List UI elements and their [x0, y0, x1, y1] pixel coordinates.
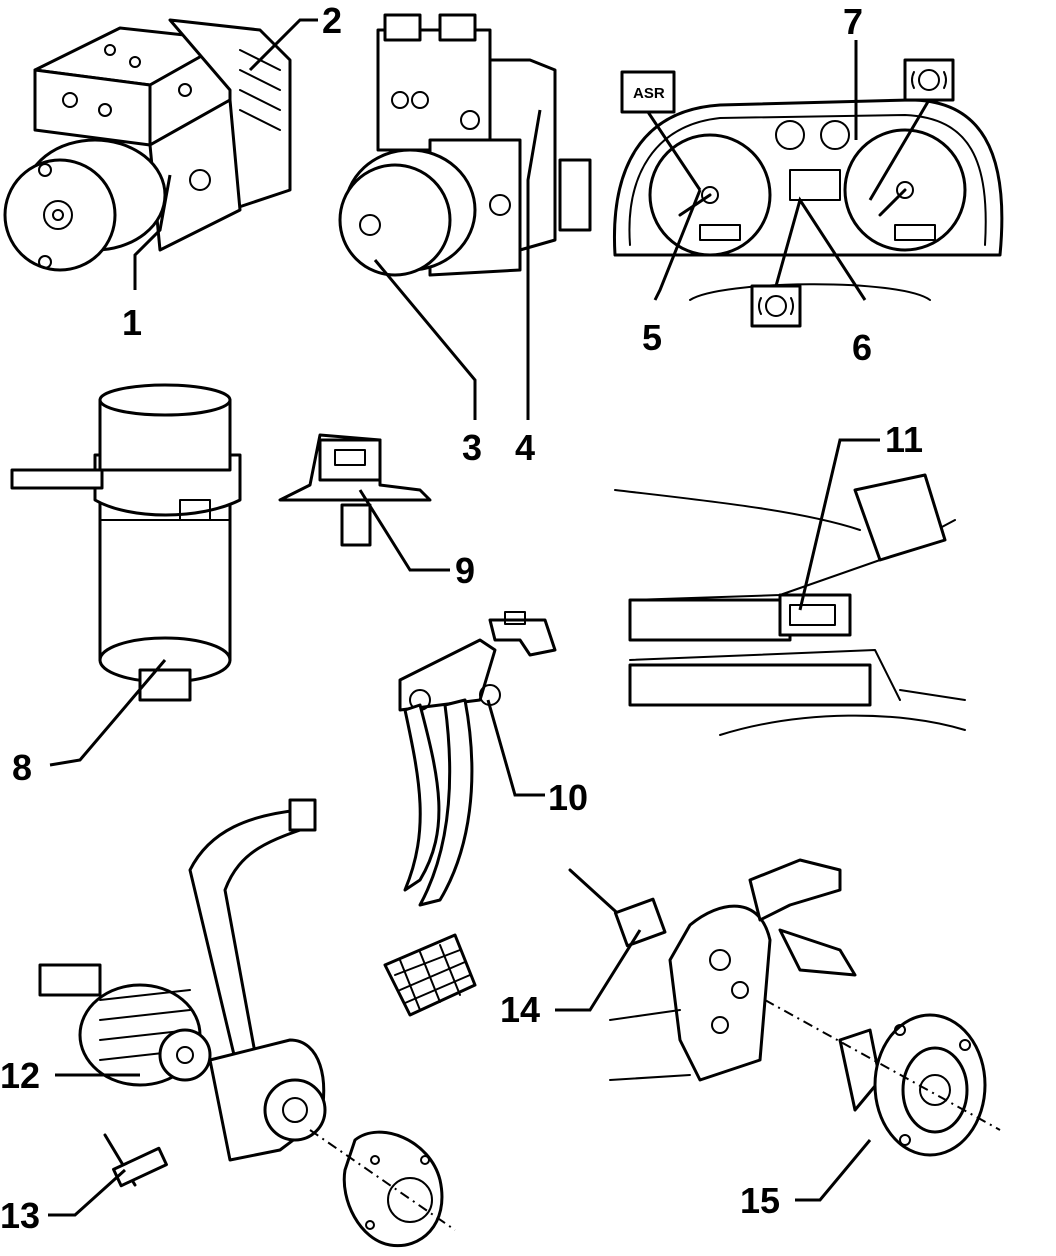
- label-10: 10: [548, 777, 588, 818]
- label-15: 15: [740, 1180, 780, 1221]
- label-9-callout: 9: [358, 489, 475, 591]
- label-12: 12: [0, 1055, 40, 1096]
- label-1-callout: 1: [122, 174, 172, 343]
- front-suspension-assembly: [38, 798, 456, 1248]
- label-6: 6: [852, 327, 872, 368]
- brake-warning-badge-bottom: [750, 284, 802, 328]
- instrument-cluster: [612, 98, 1004, 301]
- label-5-callout: 5: [642, 111, 702, 358]
- label-11-callout: 11: [798, 419, 923, 611]
- label-3: 3: [462, 427, 482, 468]
- label-10-callout: 10: [486, 699, 588, 818]
- label-13-callout: 13: [0, 1168, 127, 1236]
- label-2-callout: 2: [248, 0, 342, 72]
- label-8-callout: 8: [12, 659, 167, 788]
- label-15-callout: 15: [740, 1139, 872, 1221]
- label-14: 14: [500, 989, 540, 1030]
- rear-axle-assembly: [568, 858, 1001, 1157]
- label-7-callout: 7: [843, 1, 931, 201]
- brake-pedal-assembly: [383, 611, 557, 1017]
- label-4: 4: [515, 427, 535, 468]
- label-11: 11: [885, 419, 923, 460]
- label-1: 1: [122, 302, 142, 343]
- label-13: 13: [0, 1195, 40, 1236]
- label-2: 2: [322, 0, 342, 41]
- abs-hydraulic-unit-b: [338, 13, 592, 277]
- label-7: 7: [843, 1, 863, 42]
- label-5: 5: [642, 317, 662, 358]
- label-12-callout: 12: [0, 1055, 140, 1096]
- dashboard-switch-area: [614, 473, 966, 736]
- label-14-callout: 14: [500, 929, 642, 1030]
- asr-badge-text: ASR: [633, 85, 665, 102]
- asr-badge: ASR: [620, 70, 676, 114]
- label-3-callout: 3: [373, 259, 482, 468]
- label-6-callout: 6: [774, 196, 872, 368]
- pressure-sensor: [278, 433, 432, 547]
- brake-warning-badge-top: [903, 58, 955, 102]
- label-9: 9: [455, 550, 475, 591]
- label-8: 8: [12, 747, 32, 788]
- label-4-callout: 4: [515, 109, 542, 468]
- brake-fluid-reservoir: [10, 383, 242, 702]
- abs-hydraulic-unit-a: [3, 18, 292, 272]
